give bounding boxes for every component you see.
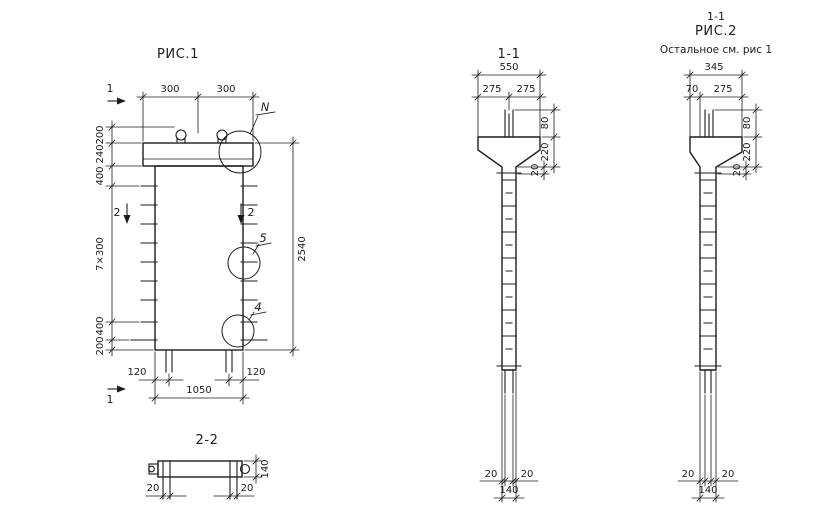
section-arrow-icon bbox=[117, 385, 126, 393]
section-2-2: 2-2 20 20 140 bbox=[145, 433, 271, 500]
sec11-dim-275-right: 275 bbox=[516, 84, 535, 95]
sec22-dimension-ticks bbox=[159, 457, 260, 500]
fig1-dim-120-right: 120 bbox=[246, 367, 265, 378]
sec11-dim-275-left: 275 bbox=[482, 84, 501, 95]
sec11-dim-550: 550 bbox=[499, 62, 518, 73]
fig2-dimension-lines bbox=[677, 74, 757, 499]
fig1-section-mark-1-bottom: 1 bbox=[107, 385, 126, 406]
sec22-dim-20-left: 20 bbox=[147, 483, 160, 494]
sec11-dimension-ticks bbox=[474, 71, 558, 502]
fig1-section-mark-2-right: 2 bbox=[237, 203, 255, 224]
fig1-dim-120-left: 120 bbox=[127, 367, 146, 378]
fig1-title: РИС.1 bbox=[157, 47, 199, 62]
section-arrow-icon bbox=[123, 215, 131, 224]
fig2-shaft-ladder bbox=[694, 172, 722, 367]
fig2-dim-220: 220 bbox=[742, 142, 753, 161]
fig1-detail-n: N bbox=[218, 100, 276, 174]
fig1-detail-5: 5 bbox=[227, 231, 272, 280]
fig1-rebar-ticks-right bbox=[240, 185, 258, 323]
fig1-dim-1050: 1050 bbox=[186, 385, 211, 396]
fig1-section-mark-2-left: 2 bbox=[114, 203, 131, 224]
fig2-dimension-ticks bbox=[686, 71, 760, 502]
fig2-dim-bot-20-right: 20 bbox=[722, 469, 735, 480]
fig1-section2-label-right: 2 bbox=[248, 206, 255, 219]
fig2-dim-275: 275 bbox=[713, 84, 732, 95]
fig1-dimension-lines bbox=[111, 96, 294, 399]
sec11-dim-220: 220 bbox=[540, 142, 551, 161]
sec22-title: 2-2 bbox=[195, 433, 218, 448]
fig2-dim-70: 70 bbox=[686, 84, 699, 95]
section-arrow-icon bbox=[237, 215, 245, 224]
fig1-bottom-dowels bbox=[165, 349, 233, 373]
fig1-label-5: 5 bbox=[259, 231, 266, 245]
fig1-extension-lines bbox=[105, 91, 300, 405]
sec11-title: 1-1 bbox=[497, 47, 520, 62]
fig1-section1-label-top: 1 bbox=[107, 82, 114, 95]
fig1-dim-400-top: 400 bbox=[95, 166, 106, 185]
sec11-column-outline bbox=[477, 136, 541, 371]
sec11-dim-bot-20-right: 20 bbox=[521, 469, 534, 480]
fig1-dim-300-right: 300 bbox=[216, 84, 235, 95]
sec22-dim-140: 140 bbox=[260, 459, 271, 478]
fig1-rebar-ticks-left bbox=[140, 185, 158, 323]
fig1-label-4: 4 bbox=[254, 300, 261, 314]
fig2: 1-1 РИС.2 Остальное см. рис 1 345 70 275… bbox=[660, 10, 772, 503]
fig1-section2-label-left: 2 bbox=[114, 206, 121, 219]
sec22-dim-20-right: 20 bbox=[241, 483, 254, 494]
sec11-dim-bot-140: 140 bbox=[499, 485, 518, 496]
fig1-dimension-ticks bbox=[108, 93, 297, 402]
fig2-header-section: 1-1 bbox=[707, 10, 725, 23]
fig1-dim-300-left: 300 bbox=[160, 84, 179, 95]
fig1-dim-400-bottom: 400 bbox=[95, 316, 106, 335]
fig1-column-outline bbox=[142, 129, 254, 351]
fig2-dim-80: 80 bbox=[742, 117, 753, 130]
sec22-outline bbox=[148, 460, 251, 500]
sec22-cut-bars bbox=[162, 461, 238, 500]
fig2-top-rebar bbox=[704, 109, 714, 138]
fig1-label-n: N bbox=[261, 100, 270, 114]
fig1: РИС.1 300 300 200 240 400 7×300 400 20 bbox=[95, 47, 308, 406]
fig1-detail-4: 4 bbox=[221, 300, 267, 348]
fig1-dim-200-top: 200 bbox=[95, 125, 106, 144]
fig1-dim-240: 240 bbox=[95, 144, 106, 163]
sec11-dim-80: 80 bbox=[540, 117, 551, 130]
fig1-dim-200-bottom: 200 bbox=[95, 336, 106, 355]
sec22-extension-lines bbox=[243, 460, 263, 478]
sec11-extension-lines bbox=[477, 69, 561, 503]
fig1-dim-7x300: 7×300 bbox=[95, 237, 106, 271]
fig2-dim-345: 345 bbox=[704, 62, 723, 73]
fig2-title: РИС.2 bbox=[695, 24, 737, 39]
fig2-note: Остальное см. рис 1 bbox=[660, 44, 772, 56]
fig1-section-mark-1-top: 1 bbox=[107, 82, 126, 105]
sec22-bar-end-left bbox=[148, 465, 155, 473]
sec11-top-rebar bbox=[504, 109, 514, 138]
section-arrow-icon bbox=[117, 97, 126, 105]
fig2-bottom-dowels bbox=[704, 369, 712, 394]
fig2-dim-bot-20-left: 20 bbox=[682, 469, 695, 480]
fig2-extension-lines bbox=[689, 69, 763, 503]
sec22-dimension-lines bbox=[145, 454, 257, 497]
fig2-dim-bot-140: 140 bbox=[698, 485, 717, 496]
sec22-bar-end-right bbox=[239, 463, 251, 475]
fig1-section1-label-bottom: 1 bbox=[107, 393, 114, 406]
fig1-lifting-loop-left bbox=[175, 129, 187, 141]
sec11-shaft-ladder bbox=[496, 172, 522, 367]
sec11-dim-20: 20 bbox=[530, 164, 541, 177]
sec11-bottom-dowels bbox=[504, 369, 514, 394]
section-1-1: 1-1 550 275 275 80 220 20 20 20 140 bbox=[471, 47, 561, 503]
fig2-dim-20: 20 bbox=[732, 164, 743, 177]
fig1-dim-2540: 2540 bbox=[297, 236, 308, 261]
fig2-column-outline bbox=[689, 136, 743, 371]
sec11-dim-bot-20-left: 20 bbox=[485, 469, 498, 480]
